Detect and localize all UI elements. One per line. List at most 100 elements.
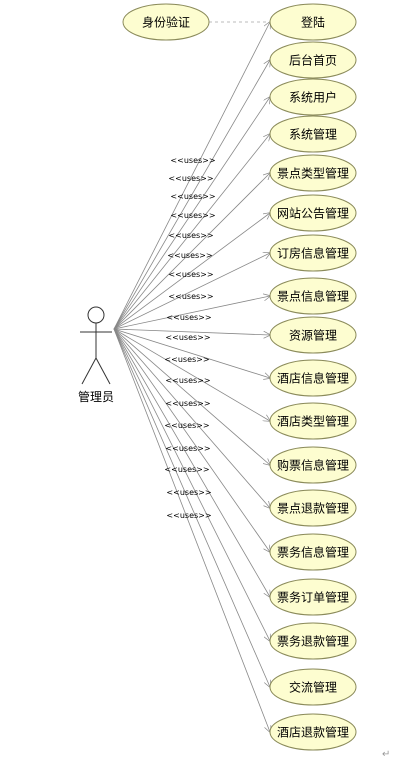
association-line xyxy=(113,328,270,465)
use-case-ellipse xyxy=(269,194,357,232)
uses-stereotype-label: <<uses>> xyxy=(165,333,210,342)
association-line xyxy=(113,328,270,421)
uses-stereotype-label: <<uses>> xyxy=(166,511,211,520)
uses-stereotype-label: <<uses>> xyxy=(168,174,213,183)
use-case-ellipse xyxy=(269,533,357,571)
uses-stereotype-label: <<uses>> xyxy=(168,231,213,240)
use-case-auth-label: 身份验证 xyxy=(142,15,190,30)
association-line xyxy=(113,296,270,330)
use-case-ellipse xyxy=(269,41,357,79)
use-case-ellipse xyxy=(269,359,357,397)
use-case-label: 购票信息管理 xyxy=(277,458,349,473)
uses-stereotype-label: <<uses>> xyxy=(165,444,210,453)
use-case-ellipse xyxy=(269,78,357,116)
association-line xyxy=(113,22,270,330)
use-case-ellipse xyxy=(269,154,357,192)
use-case-10[interactable]: 酒店信息管理 xyxy=(269,359,357,397)
use-case-ellipse xyxy=(269,277,357,315)
use-case-label: 票务退款管理 xyxy=(277,634,349,649)
actor-admin[interactable]: 管理员 xyxy=(78,306,114,404)
association-line xyxy=(113,97,270,330)
use-case-label: 网站公告管理 xyxy=(277,206,349,221)
use-case-ellipse xyxy=(269,578,357,616)
use-case-label: 票务信息管理 xyxy=(277,545,349,560)
use-case-2[interactable]: 后台首页 xyxy=(269,41,357,79)
association-line xyxy=(113,253,270,330)
use-case-12[interactable]: 购票信息管理 xyxy=(269,446,357,484)
use-case-label: 票务订单管理 xyxy=(277,590,349,605)
association-line xyxy=(113,328,270,335)
actor-head xyxy=(87,306,105,324)
use-case-label: 酒店信息管理 xyxy=(277,371,349,386)
use-case-label: 交流管理 xyxy=(289,680,337,695)
use-case-3[interactable]: 系统用户 xyxy=(269,78,357,116)
use-case-1[interactable]: 登陆 xyxy=(269,3,357,41)
use-case-label: 系统管理 xyxy=(289,127,337,142)
uses-stereotype-label: <<uses>> xyxy=(164,421,209,430)
association-line xyxy=(113,328,270,597)
use-case-5[interactable]: 景点类型管理 xyxy=(269,154,357,192)
use-case-15[interactable]: 票务订单管理 xyxy=(269,578,357,616)
use-case-ellipse xyxy=(269,622,357,660)
uses-stereotype-label: <<uses>> xyxy=(170,192,215,201)
use-case-ellipse xyxy=(269,713,357,751)
association-line xyxy=(113,134,270,330)
uses-stereotype-label: <<uses>> xyxy=(164,465,209,474)
use-case-16[interactable]: 票务退款管理 xyxy=(269,622,357,660)
use-case-13[interactable]: 景点退款管理 xyxy=(269,489,357,527)
use-case-group: 登陆后台首页系统用户系统管理景点类型管理网站公告管理订房信息管理景点信息管理资源… xyxy=(269,3,357,751)
association-line xyxy=(113,60,270,330)
actor-name: 管理员 xyxy=(78,389,114,404)
actor-left-leg xyxy=(81,357,97,385)
use-case-ellipse xyxy=(269,402,357,440)
uses-stereotype-label: <<uses>> xyxy=(170,156,215,165)
association-line xyxy=(113,328,270,378)
association-line xyxy=(113,328,270,687)
use-case-label: 景点退款管理 xyxy=(277,501,349,516)
uses-stereotype-label: <<uses>> xyxy=(168,292,213,301)
uses-labels: <<uses>> <<uses>> <<uses>> <<uses>> <<uses>>… xyxy=(164,156,215,520)
use-case-label: 系统用户 xyxy=(289,90,337,105)
use-case-label: 登陆 xyxy=(301,15,325,30)
use-case-label: 订房信息管理 xyxy=(277,246,349,261)
use-case-label: 景点信息管理 xyxy=(277,289,349,304)
association-line xyxy=(113,173,270,330)
uses-stereotype-label: <<uses>> xyxy=(165,399,210,408)
association-line xyxy=(113,328,270,552)
use-case-ellipse xyxy=(269,115,357,153)
uses-stereotype-label: <<uses>> xyxy=(164,355,209,364)
use-case-label: 资源管理 xyxy=(289,328,337,343)
use-case-ellipse xyxy=(269,489,357,527)
paragraph-mark: ↵ xyxy=(382,749,390,759)
use-case-label: 后台首页 xyxy=(289,53,337,68)
use-case-label: 酒店退款管理 xyxy=(277,725,349,740)
use-case-7[interactable]: 订房信息管理 xyxy=(269,234,357,272)
use-case-label: 酒店类型管理 xyxy=(277,414,349,429)
use-case-ellipse xyxy=(269,668,357,706)
uses-stereotype-label: <<uses>> xyxy=(167,251,212,260)
use-case-4[interactable]: 系统管理 xyxy=(269,115,357,153)
use-case-ellipse xyxy=(269,446,357,484)
association-line xyxy=(113,328,270,641)
use-case-9[interactable]: 资源管理 xyxy=(269,316,357,354)
use-case-auth[interactable]: 身份验证 xyxy=(122,3,210,41)
association-line xyxy=(113,213,270,330)
uses-stereotype-label: <<uses>> xyxy=(166,313,211,322)
use-case-6[interactable]: 网站公告管理 xyxy=(269,194,357,232)
association-line xyxy=(113,328,270,732)
use-case-8[interactable]: 景点信息管理 xyxy=(269,277,357,315)
use-case-label: 景点类型管理 xyxy=(277,166,349,181)
uses-stereotype-label: <<uses>> xyxy=(170,211,215,220)
use-case-17[interactable]: 交流管理 xyxy=(269,668,357,706)
actor-right-leg xyxy=(95,357,111,385)
uses-stereotype-label: <<uses>> xyxy=(168,270,213,279)
use-case-14[interactable]: 票务信息管理 xyxy=(269,533,357,571)
use-case-ellipse xyxy=(269,3,357,41)
use-case-11[interactable]: 酒店类型管理 xyxy=(269,402,357,440)
use-case-ellipse xyxy=(269,234,357,272)
uses-stereotype-label: <<uses>> xyxy=(165,376,210,385)
use-case-18[interactable]: 酒店退款管理 xyxy=(269,713,357,751)
associations xyxy=(113,22,270,732)
use-case-ellipse xyxy=(269,316,357,354)
